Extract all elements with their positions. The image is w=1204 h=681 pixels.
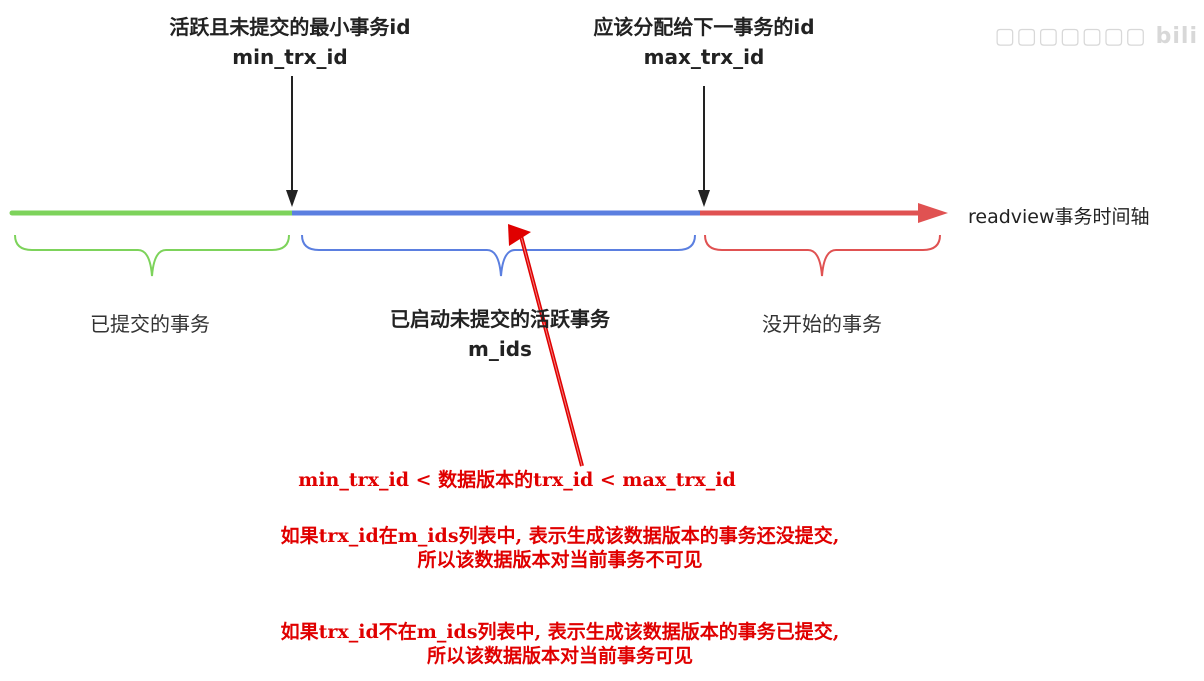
annotation-arrow-head [508,224,531,246]
active-title: 已启动未提交的活跃事务 [390,307,610,331]
active-brace [301,234,696,277]
in-list-note: 如果trx_id在m_ids列表中, 表示生成该数据版本的事务还没提交, 所以该… [110,524,1010,572]
active-label: 已启动未提交的活跃事务 m_ids [330,304,670,364]
max-trx-title: 应该分配给下一事务的id [593,15,815,39]
timeline-arrow-head [918,203,948,223]
committed-brace [14,234,290,277]
min-trx-title: 活跃且未提交的最小事务id [169,15,411,39]
not-started-label: 没开始的事务 [762,312,882,336]
min-trx-id: min_trx_id [232,45,348,69]
not-in-list-line2: 所以该数据版本对当前事务可见 [426,645,693,667]
active-id: m_ids [468,337,532,361]
min-trx-pointer-head [286,190,298,207]
max-trx-pointer-head [698,190,710,207]
not-started-brace [704,234,941,277]
min-trx-label: 活跃且未提交的最小事务id min_trx_id [140,12,440,72]
max-trx-id: max_trx_id [643,45,765,69]
in-list-line2: 所以该数据版本对当前事务不可见 [417,549,703,571]
not-in-list-note: 如果trx_id不在m_ids列表中, 表示生成该数据版本的事务已提交, 所以该… [110,620,1010,668]
max-trx-label: 应该分配给下一事务的id max_trx_id [554,12,854,72]
in-list-line1: 如果trx_id在m_ids列表中, 表示生成该数据版本的事务还没提交, [280,525,840,547]
condition-note: min_trx_id < 数据版本的trx_id < max_trx_id [298,469,736,491]
timeline-axis-label: readview事务时间轴 [968,206,1150,228]
committed-label: 已提交的事务 [90,312,210,336]
not-in-list-line1: 如果trx_id不在m_ids列表中, 表示生成该数据版本的事务已提交, [280,621,840,643]
watermark-logo: ▢▢▢▢▢▢▢ bili [994,24,1198,49]
